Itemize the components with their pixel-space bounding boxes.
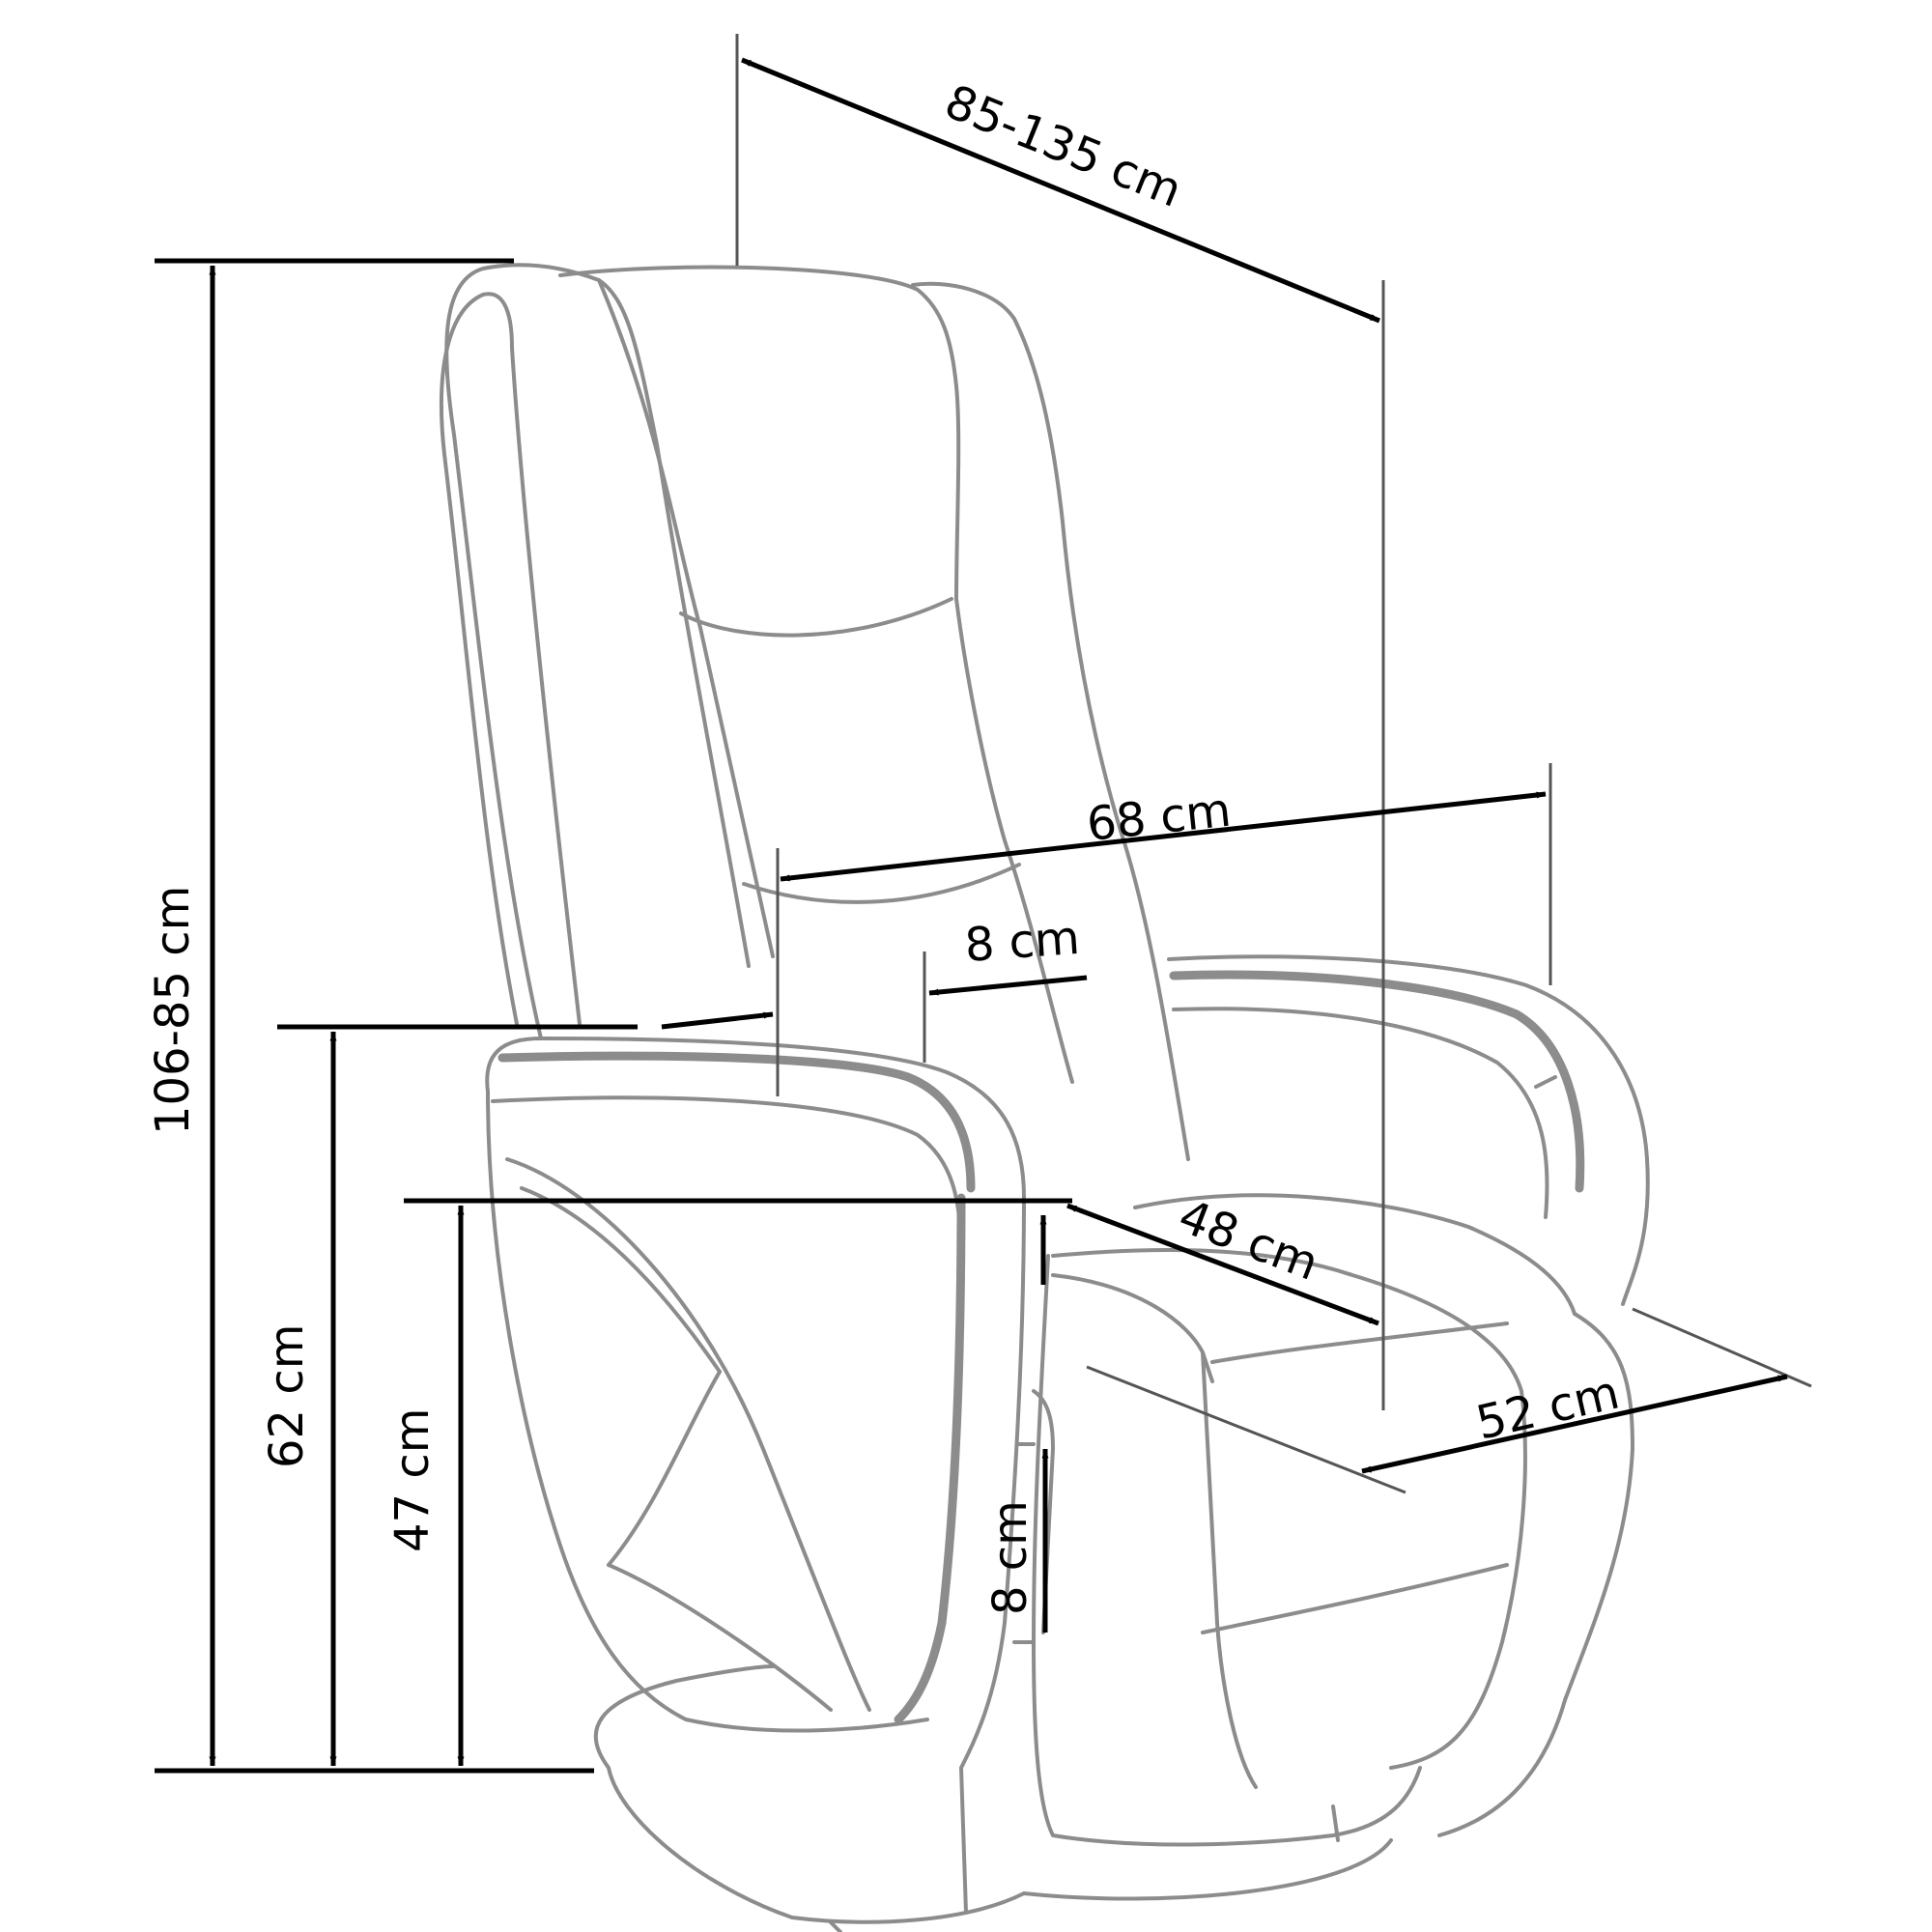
label-depth-range: 85-135 cm — [938, 74, 1190, 218]
depth-dimension-arrow — [741, 57, 1380, 324]
seat-front — [1032, 1254, 1422, 1847]
label-cushion-thickness: 8 cm — [983, 1500, 1037, 1615]
swivel-base — [593, 1664, 1393, 1924]
label-seat-height: 47 cm — [385, 1408, 440, 1552]
label-seat-width: 52 cm — [1471, 1366, 1624, 1451]
side-panel-curve — [505, 1157, 871, 1712]
head-cushion — [679, 597, 953, 638]
right-armrest — [1167, 954, 1650, 1306]
label-armrest-height: 62 cm — [260, 1324, 314, 1468]
dimension-lines — [155, 34, 1812, 1774]
front-left-armrest — [485, 1037, 1026, 1200]
label-height-range: 106-85 cm — [146, 886, 200, 1135]
armrest-width-arrow — [928, 975, 1088, 996]
seat-width-arrow — [1361, 1374, 1788, 1474]
label-width: 68 cm — [1084, 783, 1234, 852]
chair-drawing — [439, 263, 1650, 1932]
seat-depth-arrow — [1066, 1203, 1379, 1326]
backrest — [558, 265, 961, 601]
front-right-armrest — [1437, 1312, 1634, 1837]
dimension-labels: 85-135 cm 106-85 cm 68 cm 8 cm 48 cm 52 … — [146, 74, 1624, 1615]
seat-cushion — [1133, 1193, 1577, 1316]
right-wing — [911, 281, 1190, 1161]
label-armrest-width: 8 cm — [963, 911, 1082, 973]
left-wing — [444, 263, 751, 1040]
width-dimension-arrow — [780, 791, 1547, 882]
